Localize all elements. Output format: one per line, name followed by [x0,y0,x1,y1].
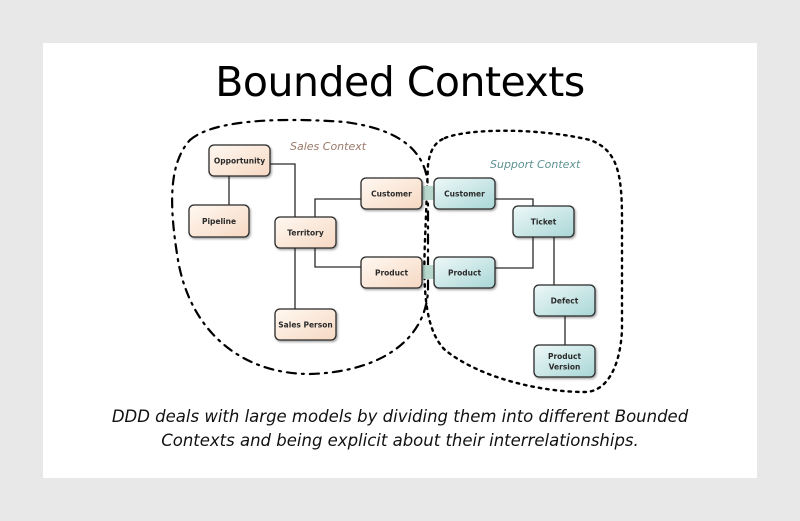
node-label: Version [549,363,581,372]
node-label: Sales Person [278,321,332,330]
node-label: Defect [551,297,579,306]
node-support-product[interactable]: Product [433,256,496,289]
sales-nodes: Opportunity Pipeline Territory Customer … [188,144,423,341]
node-territory[interactable]: Territory [274,216,337,249]
support-context-label: Support Context [490,158,581,171]
link-territory-customer [314,198,361,217]
sales-context-boundary [171,118,430,376]
link-territory-product [314,248,361,268]
node-label: Territory [287,229,324,238]
caption-line-2: Contexts and being explicit about their … [161,431,639,450]
node-label: Ticket [531,218,557,227]
node-sales-customer[interactable]: Customer [360,177,423,210]
support-context-boundary [423,129,624,394]
link-product-ticket [495,237,534,269]
relationship-lines [228,163,566,345]
node-label: Product [375,269,409,278]
node-pipeline[interactable]: Pipeline [188,204,250,238]
node-label: Customer [371,190,412,199]
slide-title: Bounded Contexts [215,58,585,106]
node-ticket[interactable]: Ticket [512,205,575,238]
caption-line-1: DDD deals with large models by dividing … [111,407,689,426]
node-label: Product [448,269,482,278]
node-label: Opportunity [214,157,265,166]
slide-caption: DDD deals with large models by dividing … [0,405,800,453]
shared-link-customer [421,186,435,200]
link-opportunity-territory [270,163,296,217]
node-opportunity[interactable]: Opportunity [208,144,271,177]
link-customer-ticket [495,198,534,206]
node-support-customer[interactable]: Customer [433,177,496,210]
shared-link-product [421,265,435,279]
node-sales-product[interactable]: Product [360,256,423,289]
sales-context-label: Sales Context [290,140,367,153]
node-label: Pipeline [202,217,236,226]
node-defect[interactable]: Defect [533,284,596,317]
node-sales-person[interactable]: Sales Person [274,308,337,341]
node-label: Customer [444,190,485,199]
support-nodes: Customer Ticket Product Defect Product V… [433,177,596,378]
node-product-version[interactable]: Product Version [533,344,596,378]
node-label: Product [548,352,582,361]
